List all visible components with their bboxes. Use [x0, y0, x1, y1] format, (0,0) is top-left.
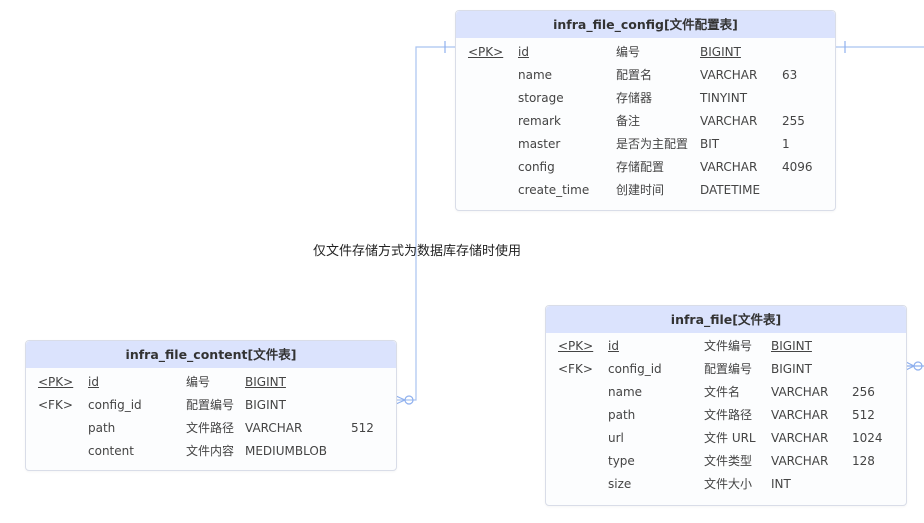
table-row: name 配置名 VARCHAR 63: [456, 64, 835, 87]
column-comment: 文件编号: [704, 339, 753, 353]
crow-foot-content: [395, 395, 414, 405]
column-name: id: [88, 375, 99, 389]
column-length: 1: [782, 137, 790, 151]
table-row: <FK> config_id 配置编号 BIGINT: [26, 394, 396, 417]
column-length: 1024: [852, 431, 883, 445]
column-type: TINYINT: [700, 91, 748, 105]
column-key: <PK>: [38, 375, 74, 389]
column-type: VARCHAR: [771, 431, 829, 445]
table-row: <PK> id 编号 BIGINT: [456, 41, 835, 64]
table-row: create_time 创建时间 DATETIME: [456, 179, 835, 202]
table-row: config 存储配置 VARCHAR 4096: [456, 156, 835, 179]
column-type: INT: [771, 477, 791, 491]
column-type: BIGINT: [771, 339, 812, 353]
entity-title: infra_file_content[文件表]: [26, 341, 396, 368]
column-length: 63: [782, 68, 798, 82]
column-type: BIGINT: [771, 362, 812, 376]
column-comment: 文件名: [704, 385, 741, 399]
column-type: VARCHAR: [771, 408, 829, 422]
column-comment: 存储器: [616, 91, 653, 105]
column-key: <PK>: [468, 45, 504, 59]
table-row: path 文件路径 VARCHAR 512: [546, 404, 906, 427]
column-name: create_time: [518, 183, 590, 197]
column-comment: 存储配置: [616, 160, 665, 174]
table-row: type 文件类型 VARCHAR 128: [546, 450, 906, 473]
column-comment: 是否为主配置: [616, 137, 689, 151]
column-name: id: [518, 45, 529, 59]
column-comment: 文件内容: [186, 444, 235, 458]
column-type: BIGINT: [700, 45, 741, 59]
column-comment: 文件路径: [704, 408, 753, 422]
column-length: 4096: [782, 160, 813, 174]
column-type: VARCHAR: [771, 454, 829, 468]
column-type: MEDIUMBLOB: [245, 444, 328, 458]
table-row: master 是否为主配置 BIT 1: [456, 133, 835, 156]
column-name: config_id: [608, 362, 662, 376]
entity-title: infra_file[文件表]: [546, 306, 906, 333]
column-name: name: [518, 68, 553, 82]
table-row: <PK> id 文件编号 BIGINT: [546, 335, 906, 358]
table-row: content 文件内容 MEDIUMBLOB: [26, 440, 396, 463]
column-length: 512: [852, 408, 875, 422]
column-name: master: [518, 137, 561, 151]
column-length: 255: [782, 114, 805, 128]
column-comment: 配置编号: [186, 398, 235, 412]
column-name: config: [518, 160, 555, 174]
column-length: 256: [852, 385, 875, 399]
column-comment: 文件类型: [704, 454, 753, 468]
column-name: path: [88, 421, 116, 435]
table-row: remark 备注 VARCHAR 255: [456, 110, 835, 133]
table-row: <PK> id 编号 BIGINT: [26, 371, 396, 394]
column-key: <FK>: [38, 398, 73, 412]
column-length: 128: [852, 454, 875, 468]
column-comment: 编号: [616, 45, 641, 59]
column-type: VARCHAR: [700, 160, 758, 174]
column-name: path: [608, 408, 636, 422]
table-row: path 文件路径 VARCHAR 512: [26, 417, 396, 440]
column-key: <PK>: [558, 339, 594, 353]
table-row: <FK> config_id 配置编号 BIGINT: [546, 358, 906, 381]
column-name: content: [88, 444, 134, 458]
column-name: config_id: [88, 398, 142, 412]
column-name: type: [608, 454, 635, 468]
column-name: remark: [518, 114, 561, 128]
entity-infra-file[interactable]: infra_file[文件表] <PK> id 文件编号 BIGINT <FK> conf…: [545, 305, 907, 506]
column-type: VARCHAR: [771, 385, 829, 399]
column-comment: 文件大小: [704, 477, 753, 491]
relationship-note: 仅文件存储方式为数据库存储时使用: [313, 244, 522, 259]
crow-foot-file: [905, 361, 924, 371]
entity-title: infra_file_config[文件配置表]: [456, 11, 835, 38]
column-comment: 文件 URL: [704, 431, 756, 445]
column-comment: 文件路径: [186, 421, 235, 435]
column-comment: 配置编号: [704, 362, 753, 376]
column-name: name: [608, 385, 643, 399]
column-name: url: [608, 431, 624, 445]
table-row: size 文件大小 INT: [546, 473, 906, 496]
column-type: DATETIME: [700, 183, 761, 197]
column-type: BIGINT: [245, 375, 286, 389]
column-comment: 配置名: [616, 68, 653, 82]
column-length: 512: [351, 421, 374, 435]
connector-config-to-content: [396, 46, 455, 401]
table-row: storage 存储器 TINYINT: [456, 87, 835, 110]
column-comment: 编号: [186, 375, 211, 389]
column-type: BIT: [700, 137, 720, 151]
column-name: id: [608, 339, 619, 353]
column-name: size: [608, 477, 632, 491]
column-comment: 备注: [616, 114, 641, 128]
column-name: storage: [518, 91, 564, 105]
column-comment: 创建时间: [616, 183, 665, 197]
column-type: VARCHAR: [700, 114, 758, 128]
table-row: name 文件名 VARCHAR 256: [546, 381, 906, 404]
column-type: BIGINT: [245, 398, 286, 412]
column-type: VARCHAR: [245, 421, 303, 435]
column-key: <FK>: [558, 362, 593, 376]
table-row: url 文件 URL VARCHAR 1024: [546, 427, 906, 450]
column-type: VARCHAR: [700, 68, 758, 82]
entity-infra-file-config[interactable]: infra_file_config[文件配置表] <PK> id 编号 BIGINT n…: [455, 10, 836, 211]
